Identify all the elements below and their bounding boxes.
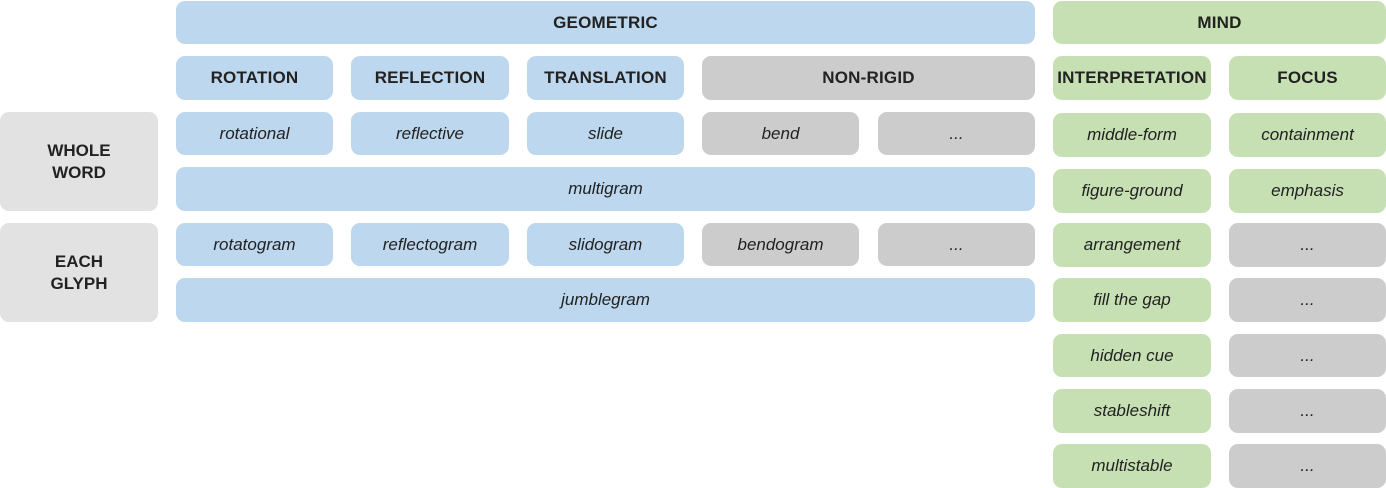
interpretation-item: fill the gap	[1053, 278, 1211, 322]
subcategory-translation: TRANSLATION	[527, 56, 684, 100]
cell-whole-word-more: ...	[878, 112, 1035, 155]
cell-slidogram: slidogram	[527, 223, 684, 266]
cell-jumblegram: jumblegram	[176, 278, 1035, 322]
cell-slide: slide	[527, 112, 684, 155]
row-header-each-glyph-line2: GLYPH	[50, 273, 108, 293]
row-header-each-glyph-line1: EACH	[54, 251, 104, 271]
subcategory-reflection: REFLECTION	[351, 56, 509, 100]
cell-reflectogram: reflectogram	[351, 223, 509, 266]
interpretation-item: stableshift	[1053, 389, 1211, 433]
row-header-whole-word-line1: WHOLE	[47, 140, 111, 160]
cell-each-glyph-more: ...	[878, 223, 1035, 266]
focus-item: containment	[1229, 113, 1386, 157]
focus-item: ...	[1229, 389, 1386, 433]
subcategory-rotation: ROTATION	[176, 56, 333, 100]
cell-reflective: reflective	[351, 112, 509, 155]
row-header-whole-word: WHOLE WORD	[0, 112, 158, 211]
category-geometric: GEOMETRIC	[176, 1, 1035, 44]
cell-rotational: rotational	[176, 112, 333, 155]
focus-item: ...	[1229, 278, 1386, 322]
focus-item: ...	[1229, 223, 1386, 267]
row-header-each-glyph: EACH GLYPH	[0, 223, 158, 322]
row-header-whole-word-line2: WORD	[52, 162, 106, 182]
focus-item: ...	[1229, 444, 1386, 488]
interpretation-item: arrangement	[1053, 223, 1211, 267]
interpretation-item: multistable	[1053, 444, 1211, 488]
interpretation-item: figure-ground	[1053, 169, 1211, 213]
interpretation-item: hidden cue	[1053, 334, 1211, 377]
cell-multigram: multigram	[176, 167, 1035, 211]
focus-item: ...	[1229, 334, 1386, 377]
focus-item: emphasis	[1229, 169, 1386, 213]
cell-rotatogram: rotatogram	[176, 223, 333, 266]
cell-bendogram: bendogram	[702, 223, 859, 266]
subcategory-non-rigid: NON-RIGID	[702, 56, 1035, 100]
category-mind: MIND	[1053, 1, 1386, 44]
subcategory-focus: FOCUS	[1229, 56, 1386, 100]
cell-bend: bend	[702, 112, 859, 155]
interpretation-item: middle-form	[1053, 113, 1211, 157]
subcategory-interpretation: INTERPRETATION	[1053, 56, 1211, 100]
